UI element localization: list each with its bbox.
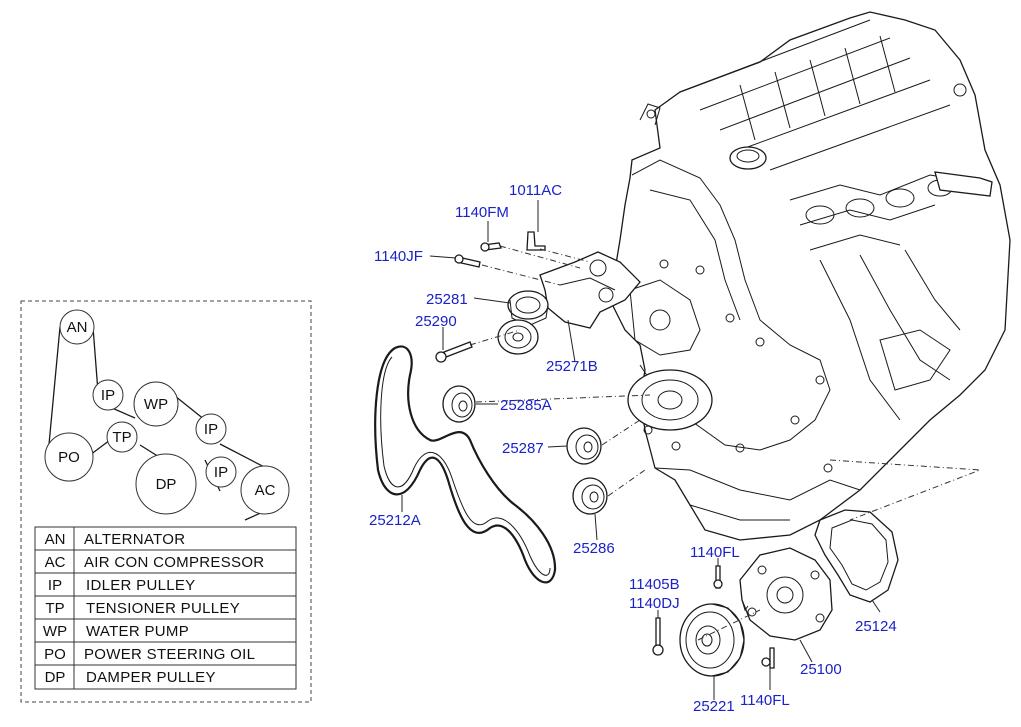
callout-25281[interactable]: 25281 <box>426 291 468 308</box>
routing-pulley-ac-label: AC <box>255 482 276 499</box>
legend-row-7-abbr: DP <box>45 669 66 686</box>
assembly-center-lines <box>469 245 981 641</box>
legend-row-3-abbr: IP <box>48 577 62 594</box>
callout-25290[interactable]: 25290 <box>415 313 457 330</box>
bolt-1140DJ <box>652 617 664 656</box>
callout-1140FL-top[interactable]: 1140FL <box>690 544 740 561</box>
legend-row-4-name: TENSIONER PULLEY <box>86 600 240 617</box>
routing-pulley-ac <box>240 465 290 515</box>
routing-pulley-po <box>44 432 94 482</box>
callout-25271B[interactable]: 25271B <box>546 358 598 375</box>
legend-row-3-name: IDLER PULLEY <box>86 577 195 594</box>
abbreviation-table: AN ALTERNATOR AC AIR CON COMPRESSOR IP I… <box>34 526 297 690</box>
legend-row-1-name: ALTERNATOR <box>84 531 185 548</box>
bolt-25290 <box>435 341 473 363</box>
callout-25287[interactable]: 25287 <box>502 440 544 457</box>
callout-1140FL-bottom[interactable]: 1140FL <box>740 692 790 709</box>
legend-row-4-abbr: TP <box>45 600 64 617</box>
routing-pulley-dp-label: DP <box>156 476 177 493</box>
legend-row-6-abbr: PO <box>44 646 66 663</box>
legend-row-6-name: POWER STEERING OIL <box>84 646 255 663</box>
leader-lines <box>401 200 881 700</box>
callout-25221[interactable]: 25221 <box>693 698 735 715</box>
bolt-1140FL-top <box>713 565 723 589</box>
callout-25212A[interactable]: 25212A <box>369 512 421 529</box>
legend-table-frame <box>34 526 297 690</box>
routing-pulley-wp <box>133 381 179 427</box>
callout-1140FM[interactable]: 1140FM <box>455 204 509 221</box>
belt-routing-panel: AN IP WP IP TP PO DP IP AC AN ALTERNATOR <box>20 300 312 703</box>
bolt-1140FL-bottom <box>761 647 775 669</box>
serpentine-belt-25212A <box>374 345 557 584</box>
callout-1140JF[interactable]: 1140JF <box>374 248 423 265</box>
routing-pulley-an-label: AN <box>67 319 88 336</box>
tensioner-bracket-illustration <box>497 251 641 355</box>
water-pump-pulley-25221 <box>679 603 745 677</box>
routing-pulley-ip-3-label: IP <box>214 464 228 481</box>
bolt-1140JF <box>454 254 481 268</box>
bolt-1140FM <box>480 242 502 252</box>
callout-labels: 1011AC 1140FM 1140JF 25281 25290 25271B … <box>369 182 897 715</box>
engine-block-illustration <box>609 11 1011 541</box>
routing-pulley-dp <box>135 453 197 515</box>
callout-25100[interactable]: 25100 <box>800 661 842 678</box>
routing-pulley-an <box>59 309 95 345</box>
callout-1011AC[interactable]: 1011AC <box>509 182 562 199</box>
bolt-1011AC <box>526 231 546 251</box>
callout-25286[interactable]: 25286 <box>573 540 615 557</box>
legend-row-2-abbr: AC <box>45 554 66 571</box>
gasket-25124 <box>814 509 899 603</box>
legend-row-5-abbr: WP <box>43 623 67 640</box>
legend-row-7-name: DAMPER PULLEY <box>86 669 216 686</box>
routing-pulley-po-label: PO <box>58 449 80 466</box>
callout-1140DJ[interactable]: 1140DJ <box>629 595 680 612</box>
routing-pulley-ip-3 <box>205 456 237 488</box>
callout-11405B[interactable]: 11405B <box>629 576 680 593</box>
legend-frame <box>20 300 312 703</box>
routing-pulley-ip-2-label: IP <box>204 421 218 438</box>
legend-row-1-abbr: AN <box>45 531 66 548</box>
idler-pulley-25286 <box>572 477 608 515</box>
routing-pulley-ip-1-label: IP <box>101 387 115 404</box>
routing-pulley-ip-2 <box>195 413 227 445</box>
idler-pulley-25287 <box>566 427 602 465</box>
callout-25285A[interactable]: 25285A <box>500 397 552 414</box>
legend-row-2-name: AIR CON COMPRESSOR <box>84 554 264 571</box>
callout-25124[interactable]: 25124 <box>855 618 897 635</box>
legend-row-5-name: WATER PUMP <box>86 623 189 640</box>
routing-pulley-wp-label: WP <box>144 396 168 413</box>
idler-pulley-25285A <box>442 385 476 423</box>
routing-pulley-ip-1 <box>92 379 124 411</box>
routing-pulley-tp <box>106 421 138 453</box>
water-pump-25100 <box>739 547 833 641</box>
routing-pulley-tp-label: TP <box>112 429 131 446</box>
